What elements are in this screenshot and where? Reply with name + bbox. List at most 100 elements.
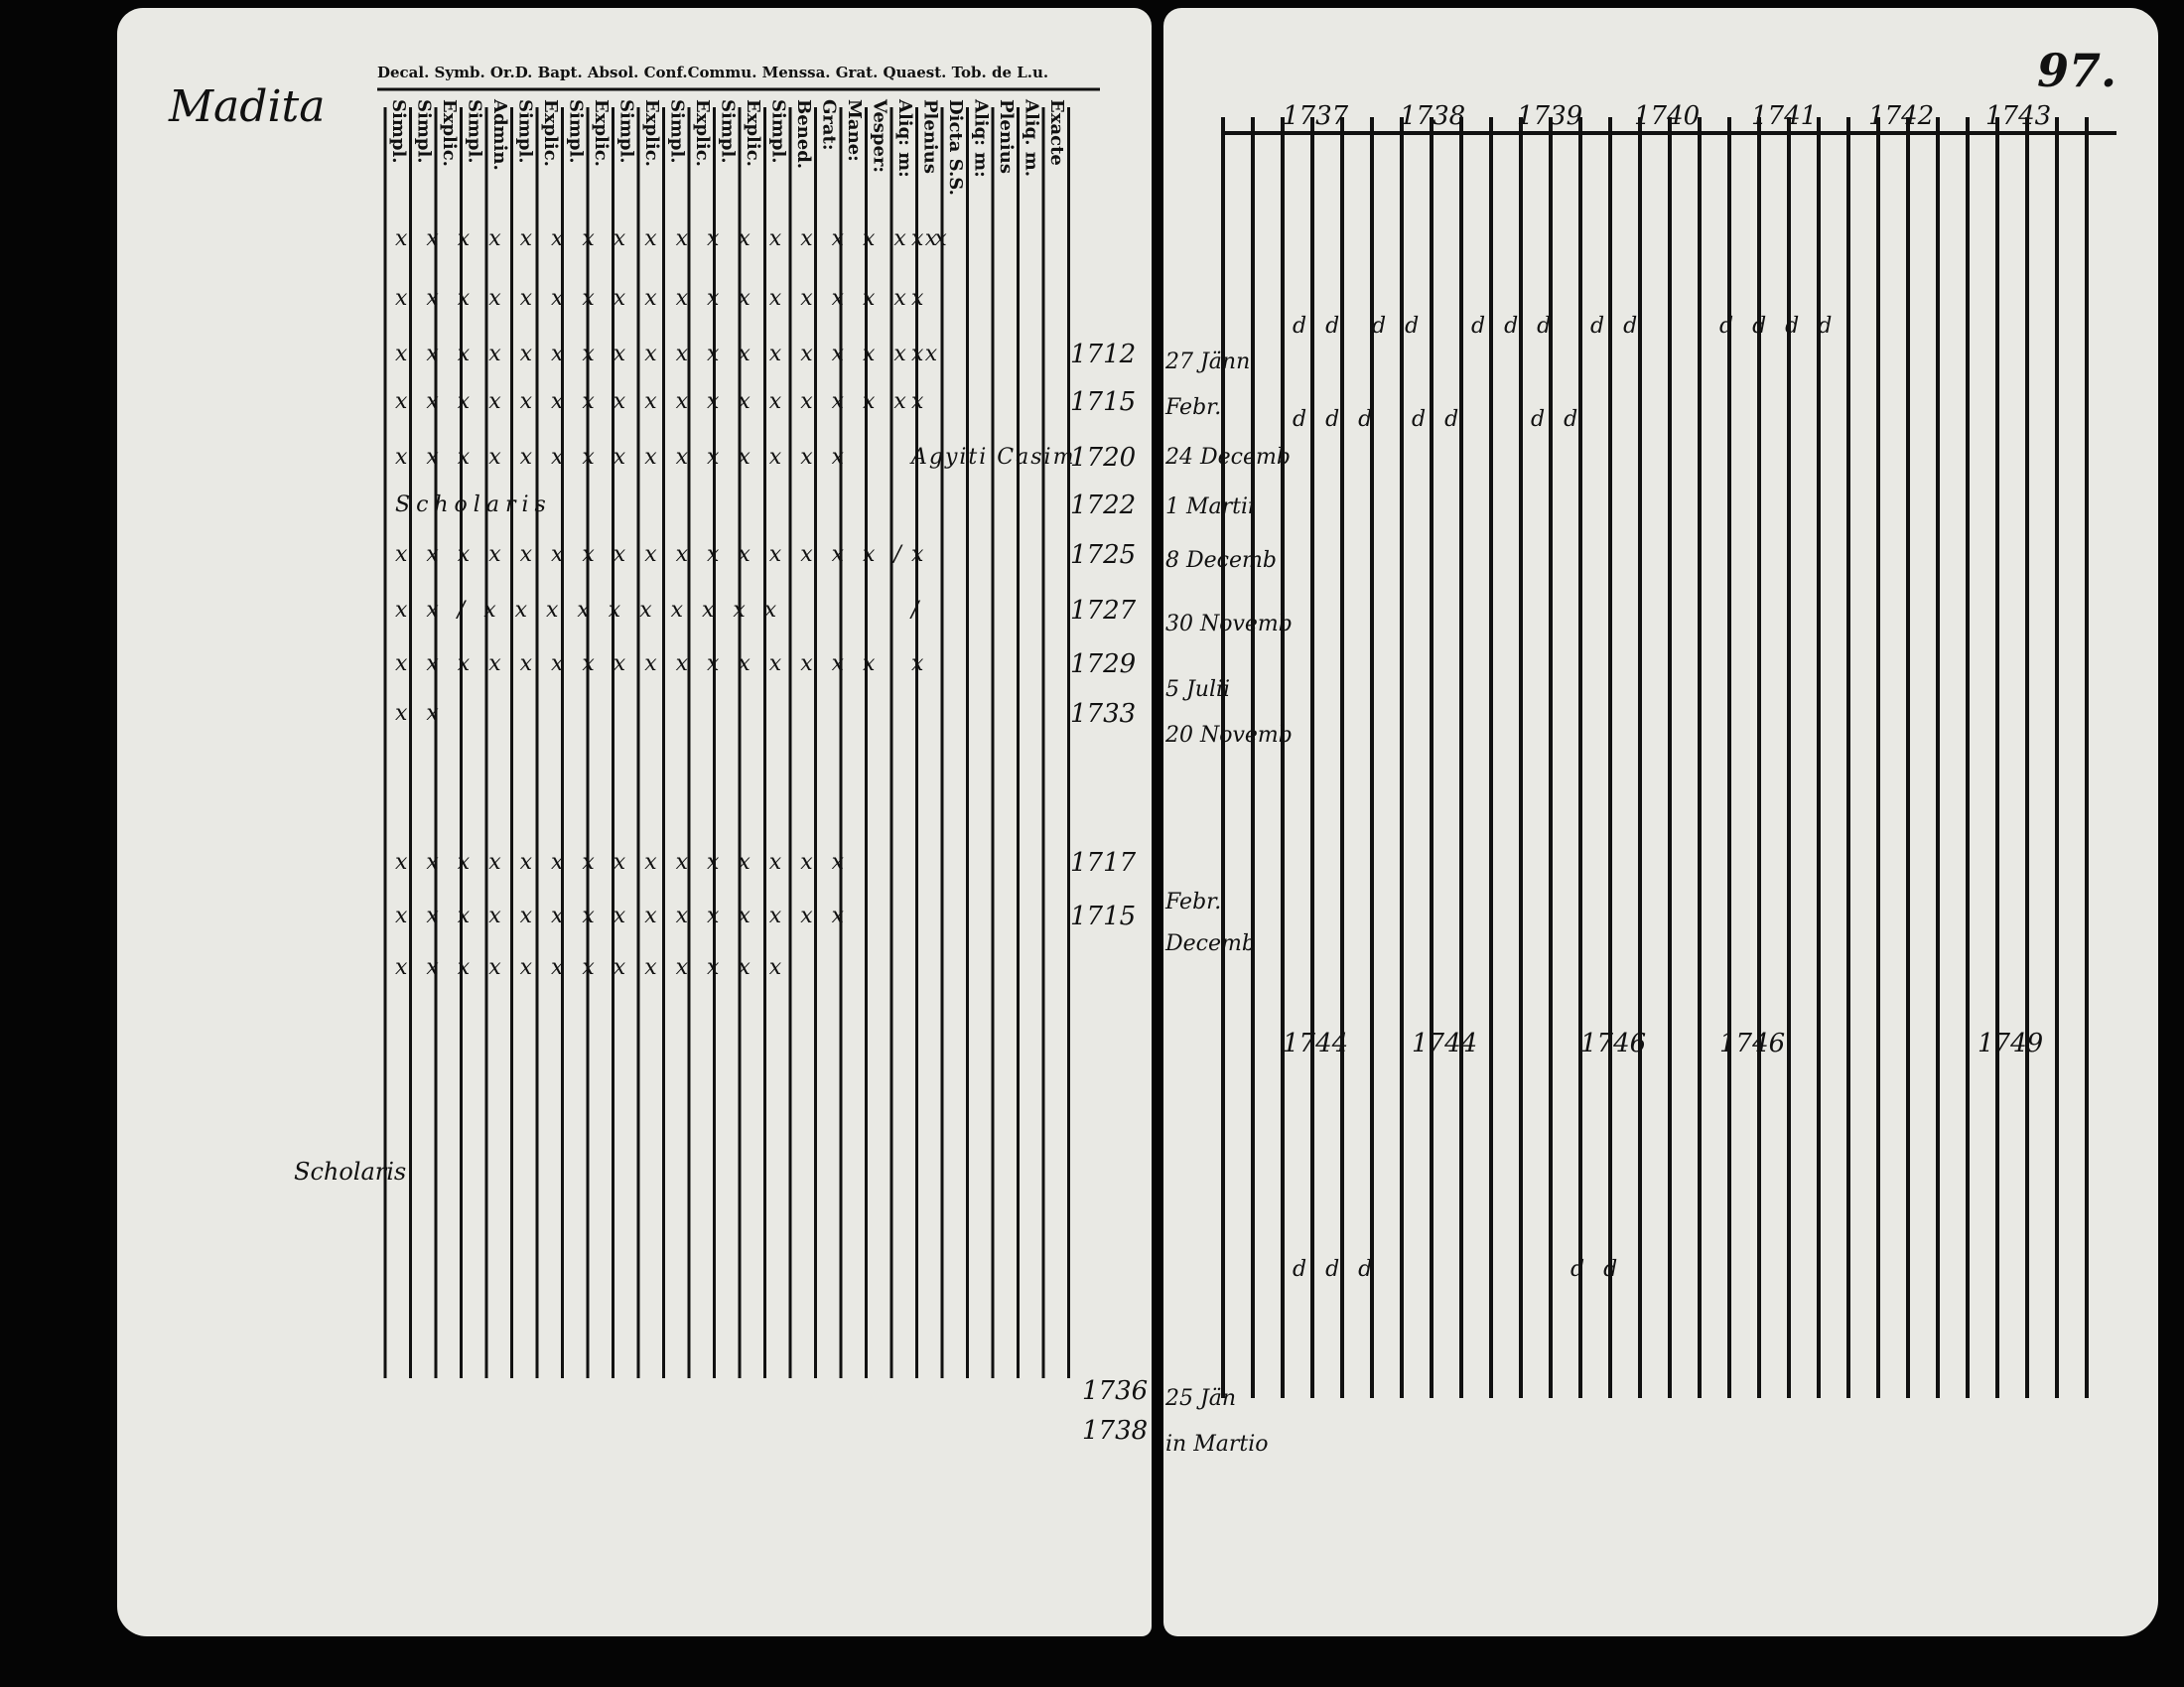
year-header: 1741: [1751, 101, 1818, 131]
column-subheader: Aliq: m:: [970, 99, 992, 178]
column-subheader: Plenius: [919, 99, 941, 174]
date-entry: 25 Jän: [1165, 1386, 1237, 1411]
page-heading: Madita: [169, 81, 326, 132]
column-subheader: Aliq: m:: [894, 99, 915, 178]
date-entry: 24 Decemb: [1165, 445, 1291, 470]
row-marks: Scholaris: [395, 492, 552, 517]
date-entry: 1 Martii: [1165, 494, 1256, 519]
column-subheader: Explic.: [692, 99, 713, 167]
row-marks: x x x x x x x x x x x x x x x x /: [395, 542, 907, 567]
column-subheader: Explic.: [591, 99, 612, 167]
row-marks: x x x x x x x x x x x x x x x x x: [395, 389, 912, 414]
row-year: 1712: [1070, 340, 1137, 369]
d-mark: d d: [1372, 314, 1426, 339]
column-subheader: Explic.: [540, 99, 561, 167]
row-marks: x x x x x x x x x x x x x x x x x x: [395, 342, 944, 366]
column-subheader: Simpl.: [413, 99, 435, 164]
row-marks: x x x x x x x x x x x x x x x x x x: [395, 226, 944, 251]
row-year: 1715: [1070, 902, 1137, 931]
row-marks: x x x x x x x x x x x x x x x: [395, 904, 851, 928]
date-entry: 20 Novemb: [1165, 723, 1293, 748]
row-marks: x x x x x x x x x x x x x x x x: [395, 651, 882, 676]
column-subheader: Bened.: [793, 99, 814, 170]
d-mark: d d: [1531, 407, 1584, 432]
row-marks: x x: [395, 701, 445, 726]
column-subheader: Explic.: [743, 99, 763, 167]
bottom-year: 1738: [1082, 1416, 1149, 1446]
d-mark: d d d: [1471, 314, 1558, 339]
row-marks: x x x x x x x x x x x x x x x x x: [395, 286, 912, 311]
year-header: 1738: [1400, 101, 1466, 131]
row-year: 1720: [1070, 443, 1137, 473]
row-extra: x: [911, 389, 926, 414]
page-number: 97.: [2037, 44, 2117, 97]
lower-label: Scholaris: [294, 1158, 407, 1186]
row-year: 1717: [1070, 848, 1137, 878]
column-subheader: Simpl.: [615, 99, 637, 164]
column-subheader: Dicta S.S.: [945, 99, 966, 196]
row-year: 1729: [1070, 649, 1137, 679]
column-subheader: Explic.: [641, 99, 662, 167]
date-entry: Decemb: [1165, 931, 1256, 956]
column-subheader: Simpl.: [514, 99, 536, 164]
column-subheader: Simpl.: [666, 99, 688, 164]
row-extra: /: [911, 598, 921, 623]
row-year: 1725: [1070, 540, 1137, 570]
left-column-grid: [377, 87, 1100, 1378]
date-entry: 8 Decemb: [1165, 548, 1277, 573]
date-entry: 27 Jänn: [1165, 350, 1251, 374]
row-marks: x x x x x x x x x x x x x x x: [395, 850, 851, 875]
column-subheader: Simpl.: [767, 99, 789, 164]
date-entry: Febr.: [1165, 395, 1222, 420]
column-subheader: Vesper:: [869, 99, 890, 174]
lower-year: 1744: [1412, 1029, 1478, 1058]
lower-year: 1749: [1978, 1029, 2044, 1058]
row-year: 1727: [1070, 596, 1137, 626]
column-subheader: Mane:: [844, 99, 865, 162]
row-marks: x x x x x x x x x x x x x x x: [395, 445, 851, 470]
date-entry: 5 Julii: [1165, 677, 1231, 702]
lower-year: 1746: [1719, 1029, 1786, 1058]
year-header: 1743: [1985, 101, 2052, 131]
row-marks: x x x x x x x x x x x x x: [395, 955, 788, 980]
column-subheader: Simpl.: [464, 99, 485, 164]
d-mark: d d: [1412, 407, 1465, 432]
d-mark: d d: [1570, 1257, 1624, 1282]
lower-year: 1744: [1283, 1029, 1349, 1058]
right-column-grid: [1221, 117, 2116, 1398]
row-extra: x: [911, 542, 926, 567]
d-mark: d d: [1590, 314, 1644, 339]
column-subheader: Exacte: [1046, 99, 1067, 166]
date-entry: in Martio: [1165, 1432, 1269, 1457]
lower-year: 1746: [1580, 1029, 1647, 1058]
column-subheader: Grat:: [818, 99, 840, 151]
left-page: Madita Decal. Symb. Or.D. Bapt. Absol. C…: [117, 8, 1152, 1636]
year-header: 1737: [1283, 101, 1349, 131]
year-header: 1739: [1517, 101, 1583, 131]
column-subheader: Aliq. m.: [1021, 99, 1042, 178]
column-subheader: Simpl.: [565, 99, 587, 164]
column-subheader: Admin.: [489, 99, 510, 171]
row-year: 1715: [1070, 387, 1137, 417]
d-mark: d d: [1293, 314, 1346, 339]
row-extra: x x: [911, 226, 949, 251]
d-mark: d d d d: [1719, 314, 1839, 339]
row-extra: Agyiti Casim: [911, 445, 1076, 470]
row-extra: x: [911, 286, 926, 311]
year-header: 1742: [1868, 101, 1935, 131]
column-header-line: Decal. Symb. Or.D. Bapt. Absol. Conf.Com…: [377, 64, 1049, 81]
d-mark: d d d: [1293, 407, 1379, 432]
column-subheader: Explic.: [439, 99, 460, 167]
row-year: 1722: [1070, 491, 1137, 520]
column-subheader: Plenius: [996, 99, 1017, 174]
column-subheader: Simpl.: [388, 99, 409, 164]
column-subheader: Simpl.: [717, 99, 739, 164]
date-entry: Febr.: [1165, 890, 1222, 914]
row-year: 1733: [1070, 699, 1137, 729]
row-marks: x x / x x x x x x x x x x: [395, 598, 783, 623]
row-extra: x: [911, 342, 926, 366]
d-mark: d d d: [1293, 1257, 1379, 1282]
bottom-year: 1736: [1082, 1376, 1149, 1406]
